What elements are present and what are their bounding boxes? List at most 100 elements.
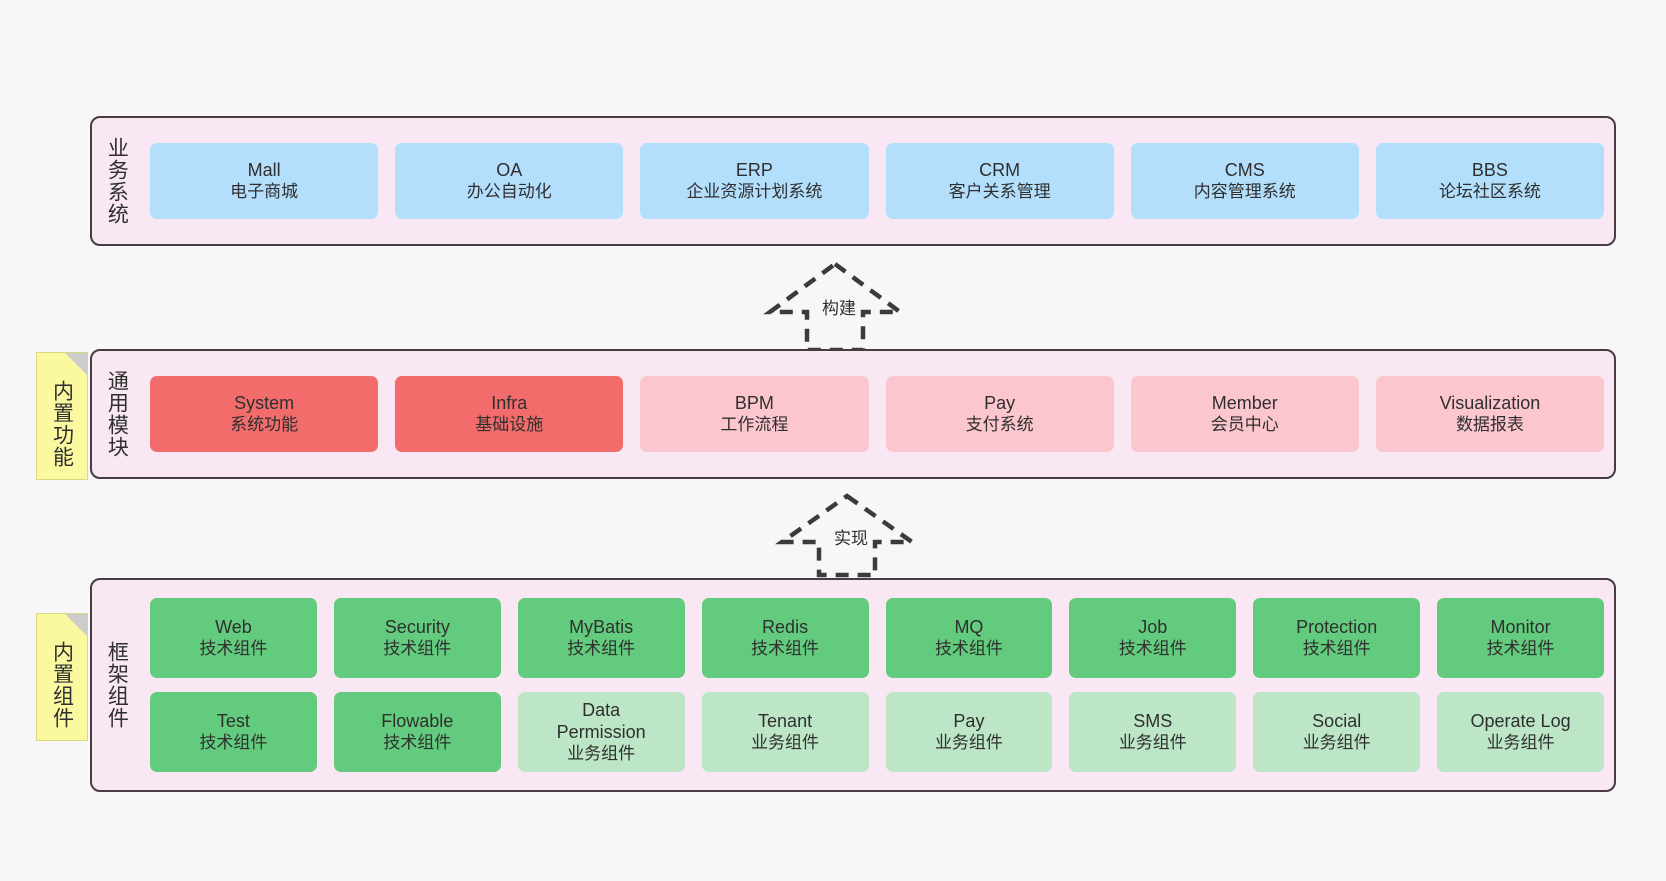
card-subtitle: 系统功能 <box>230 414 299 434</box>
card-title: Visualization <box>1439 392 1541 413</box>
card-subtitle: 技术组件 <box>1486 638 1555 658</box>
module-card-crm[interactable]: CRM 客户关系管理 <box>885 143 1114 219</box>
component-card-redis[interactable]: Redis 技术组件 <box>701 598 869 678</box>
arrow-build-label: 构建 <box>822 299 856 318</box>
card-subtitle: 会员中心 <box>1210 414 1279 434</box>
card-row: Test 技术组件 Flowable 技术组件 Data Permission … <box>150 692 1604 772</box>
module-card-member[interactable]: Member 会员中心 <box>1130 376 1359 452</box>
card-title: Tenant <box>758 710 813 731</box>
layer-common-module: 通用模块 System 系统功能 Infra 基础设施 BPM 工作流程 Pay… <box>90 349 1616 479</box>
card-title: Redis <box>762 616 809 637</box>
card-subtitle: 技术组件 <box>199 732 268 752</box>
component-card-data-permission[interactable]: Data Permission 业务组件 <box>517 692 685 772</box>
card-subtitle: 技术组件 <box>567 638 636 658</box>
module-card-mall[interactable]: Mall 电子商城 <box>150 143 379 219</box>
card-title: Infra <box>491 392 528 413</box>
card-title: MyBatis <box>569 616 634 637</box>
card-subtitle: 数据报表 <box>1455 414 1524 434</box>
card-title: Social <box>1312 710 1362 731</box>
card-title: CRM <box>979 159 1021 180</box>
note-label: 内置功能 <box>50 380 74 468</box>
component-card-protection[interactable]: Protection 技术组件 <box>1253 598 1421 678</box>
arrow-implement-icon <box>774 493 920 578</box>
card-title: Web <box>215 616 252 637</box>
card-title: Security <box>384 616 450 637</box>
card-subtitle: 技术组件 <box>199 638 268 658</box>
card-subtitle: 业务组件 <box>934 732 1003 752</box>
card-subtitle: 电子商城 <box>230 181 299 201</box>
layer-body-framework-component: Web 技术组件 Security 技术组件 MyBatis 技术组件 Redi… <box>140 580 1614 790</box>
card-title: Operate Log <box>1470 710 1571 731</box>
card-subtitle: 业务组件 <box>567 743 636 763</box>
card-row: System 系统功能 Infra 基础设施 BPM 工作流程 Pay 支付系统… <box>150 376 1605 452</box>
component-card-monitor[interactable]: Monitor 技术组件 <box>1437 598 1604 678</box>
card-title: Protection <box>1296 616 1378 637</box>
card-title: System <box>234 392 295 413</box>
card-subtitle: 企业资源计划系统 <box>686 181 823 201</box>
card-title: Flowable <box>381 710 454 731</box>
card-subtitle: 内容管理系统 <box>1193 181 1296 201</box>
card-title: CMS <box>1224 159 1265 180</box>
module-card-erp[interactable]: ERP 企业资源计划系统 <box>640 143 869 219</box>
layer-body-common-module: System 系统功能 Infra 基础设施 BPM 工作流程 Pay 支付系统… <box>140 351 1614 477</box>
card-subtitle: 工作流程 <box>720 414 789 434</box>
module-card-oa[interactable]: OA 办公自动化 <box>395 143 624 219</box>
card-subtitle: 技术组件 <box>383 638 452 658</box>
card-title: BBS <box>1471 159 1508 180</box>
layer-framework-component: 框架组件 Web 技术组件 Security 技术组件 MyBatis 技术组件… <box>90 578 1616 792</box>
component-card-test[interactable]: Test 技术组件 <box>150 692 317 772</box>
card-title: Job <box>1138 616 1168 637</box>
card-row: Web 技术组件 Security 技术组件 MyBatis 技术组件 Redi… <box>150 598 1604 678</box>
card-title: BPM <box>734 392 774 413</box>
card-subtitle: 基础设施 <box>475 414 544 434</box>
module-card-bbs[interactable]: BBS 论坛社区系统 <box>1375 143 1605 219</box>
component-card-social[interactable]: Social 业务组件 <box>1253 692 1421 772</box>
card-subtitle: 论坛社区系统 <box>1438 181 1541 201</box>
card-subtitle: 支付系统 <box>965 414 1034 434</box>
note-fold-icon <box>65 614 87 636</box>
component-card-web[interactable]: Web 技术组件 <box>150 598 317 678</box>
card-title: SMS <box>1133 710 1173 731</box>
component-card-security[interactable]: Security 技术组件 <box>333 598 501 678</box>
card-subtitle: 技术组件 <box>751 638 820 658</box>
card-subtitle: 技术组件 <box>934 638 1003 658</box>
card-subtitle: 业务组件 <box>1486 732 1555 752</box>
layer-label-common-module: 通用模块 <box>105 370 129 458</box>
component-card-flowable[interactable]: Flowable 技术组件 <box>333 692 501 772</box>
card-title: Test <box>216 710 250 731</box>
layer-label-business-system: 业务系统 <box>105 137 129 225</box>
arrow-build: 构建 <box>760 258 910 353</box>
layer-business-system: 业务系统 Mall 电子商城 OA 办公自动化 ERP 企业资源计划系统 CRM… <box>90 116 1616 246</box>
component-card-sms[interactable]: SMS 业务组件 <box>1069 692 1237 772</box>
module-card-system[interactable]: System 系统功能 <box>150 376 379 452</box>
module-card-infra[interactable]: Infra 基础设施 <box>395 376 624 452</box>
note-label: 内置组件 <box>50 641 74 729</box>
component-card-pay[interactable]: Pay 业务组件 <box>885 692 1053 772</box>
card-title: ERP <box>735 159 773 180</box>
component-card-operate-log[interactable]: Operate Log 业务组件 <box>1437 692 1604 772</box>
card-title: Data Permission <box>556 699 646 742</box>
module-card-cms[interactable]: CMS 内容管理系统 <box>1130 143 1359 219</box>
card-title: Mall <box>247 159 281 180</box>
card-subtitle: 业务组件 <box>751 732 820 752</box>
component-card-tenant[interactable]: Tenant 业务组件 <box>701 692 869 772</box>
card-subtitle: 技术组件 <box>1118 638 1187 658</box>
note-builtin-function: 内置功能 <box>36 352 88 480</box>
component-card-job[interactable]: Job 技术组件 <box>1069 598 1237 678</box>
card-subtitle: 技术组件 <box>383 732 452 752</box>
card-title: Pay <box>953 710 985 731</box>
module-card-pay[interactable]: Pay 支付系统 <box>885 376 1114 452</box>
module-card-bpm[interactable]: BPM 工作流程 <box>640 376 869 452</box>
layer-label-framework-component: 框架组件 <box>105 641 129 729</box>
card-row: Mall 电子商城 OA 办公自动化 ERP 企业资源计划系统 CRM 客户关系… <box>150 143 1605 219</box>
arrow-implement-label: 实现 <box>834 529 868 548</box>
card-title: Pay <box>984 392 1016 413</box>
card-subtitle: 业务组件 <box>1302 732 1371 752</box>
component-card-mq[interactable]: MQ 技术组件 <box>885 598 1053 678</box>
card-subtitle: 办公自动化 <box>466 181 552 201</box>
module-card-visualization[interactable]: Visualization 数据报表 <box>1375 376 1605 452</box>
component-card-mybatis[interactable]: MyBatis 技术组件 <box>517 598 685 678</box>
layer-body-business-system: Mall 电子商城 OA 办公自动化 ERP 企业资源计划系统 CRM 客户关系… <box>140 118 1614 244</box>
card-subtitle: 客户关系管理 <box>948 181 1051 201</box>
note-builtin-component: 内置组件 <box>36 613 88 741</box>
